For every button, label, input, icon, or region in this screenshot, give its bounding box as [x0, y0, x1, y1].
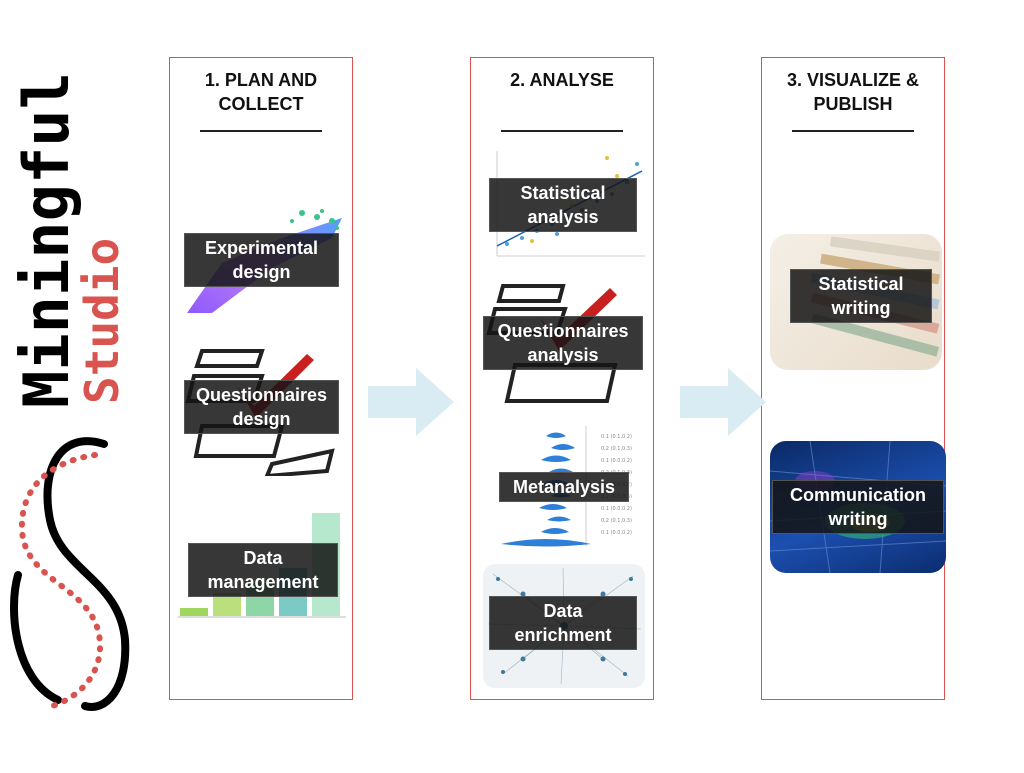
communication-writing-label[interactable]: Communication writing	[772, 480, 944, 534]
experimental-design-label[interactable]: Experimental design	[184, 233, 339, 287]
logo-red-dotted-wave-icon	[18, 452, 103, 711]
svg-text:0.1 (0.1,0.2): 0.1 (0.1,0.2)	[601, 434, 632, 440]
questionnaires-analysis-label[interactable]: Questionnaires analysis	[483, 316, 643, 370]
statistical-analysis-label[interactable]: Statistical analysis	[489, 178, 637, 232]
statistical-writing-label[interactable]: Statistical writing	[790, 269, 932, 323]
svg-text:0.2 (0.1,0.3): 0.2 (0.1,0.3)	[601, 446, 632, 452]
questionnaires-design-label[interactable]: Questionnaires design	[184, 380, 339, 434]
column-title: 3. VISUALIZE & PUBLISH	[786, 70, 920, 114]
svg-text:0.1 (0.0,0.2): 0.1 (0.0,0.2)	[601, 530, 632, 536]
data-enrichment-label[interactable]: Data enrichment	[489, 596, 637, 650]
logo-word-studio: Studio	[75, 238, 129, 404]
miningful-studio-logo: Miningful Studio	[10, 72, 130, 711]
column-plan-collect: 1. PLAN AND COLLECT Experimental design	[169, 57, 353, 700]
metanalysis-label[interactable]: Metanalysis	[499, 472, 629, 502]
logo-word-miningful: Miningful	[10, 72, 83, 408]
title-divider	[792, 130, 914, 132]
title-divider	[501, 130, 623, 132]
column-title: 1. PLAN AND COLLECT	[204, 70, 318, 114]
column-visualize-publish: 3. VISUALIZE & PUBLISH Statistical writi…	[761, 57, 946, 700]
column-analyse: 2. ANALYSE Statistical analysis	[470, 57, 654, 700]
svg-text:0.1 (0.0,0.2): 0.1 (0.0,0.2)	[601, 506, 632, 512]
arrow-right-icon	[680, 368, 766, 436]
title-divider	[200, 130, 322, 132]
logo-black-wave-icon	[10, 437, 130, 711]
svg-text:0.2 (0.1,0.3): 0.2 (0.1,0.3)	[601, 518, 632, 524]
column-title: 2. ANALYSE	[510, 70, 614, 90]
data-management-label[interactable]: Data management	[188, 543, 338, 597]
arrow-right-icon	[368, 368, 454, 436]
svg-text:0.1 (0.0,0.2): 0.1 (0.0,0.2)	[601, 458, 632, 464]
